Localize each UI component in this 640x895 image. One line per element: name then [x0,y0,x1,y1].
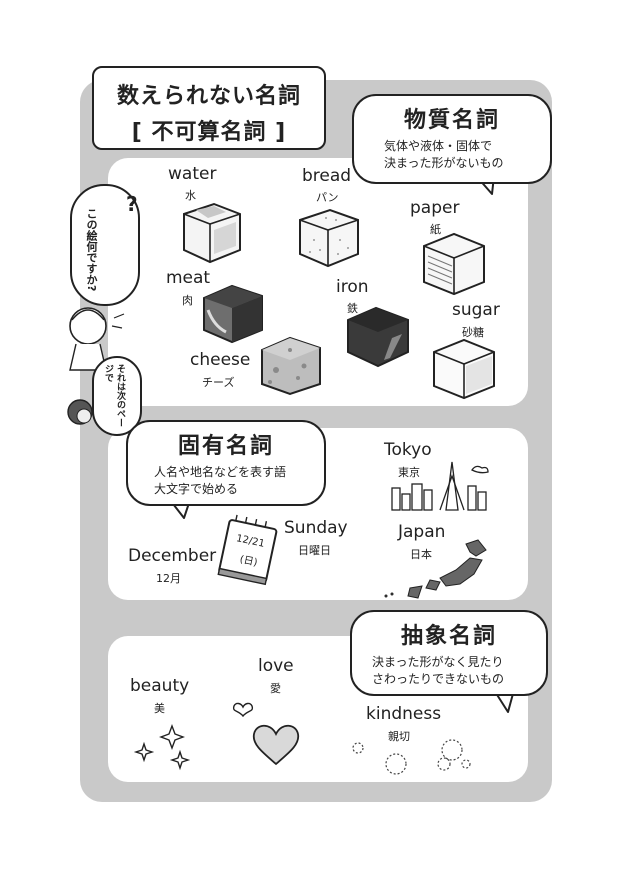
item-meat-jp: 肉 [182,294,193,307]
sugar-cube-icon [433,338,495,400]
iron-cube-icon [347,306,409,368]
proper-bubble: 固有名詞 人名や地名などを表す語 大文字で始める [126,420,326,506]
calendar-icon [217,514,278,586]
proper-heading: 固有名詞 [177,434,274,459]
item-iron-en: iron [336,277,369,297]
item-paper-en: paper [410,198,460,218]
item-iron-jp: 鉄 [347,302,358,315]
item-japan-en: Japan [398,522,446,542]
bread-cube-icon [299,208,359,268]
item-water-en: water [168,164,217,184]
item-water-jp: 水 [185,189,196,202]
small-heart-icon [232,702,254,718]
water-cube-icon [183,202,241,264]
heart-icon [252,724,300,766]
japan-map-icon [384,539,487,599]
proper-desc-2: 大文字で始める [154,482,239,496]
abstract-bubble: 抽象名詞 決まった形がなく見たり さわったりできないもの [350,610,548,696]
item-paper-jp: 紙 [430,223,441,236]
material-desc-1: 気体や液体・固体で [384,139,493,153]
item-kindness-jp: 親切 [388,730,410,743]
item-december-en: December [128,546,217,566]
item-sunday-en: Sunday [284,518,348,538]
answer-text: それは次のページで [103,364,125,427]
item-love-en: love [258,656,294,676]
sparkle-icon [133,724,191,771]
meat-cube-icon [203,284,263,344]
cheese-cube-icon [261,336,321,396]
title-line2: [ 不可算名詞 ] [131,120,287,145]
item-december-jp: 12月 [156,572,181,585]
item-meat-en: meat [166,268,211,288]
item-tokyo-jp: 東京 [398,466,420,479]
item-bread-en: bread [302,166,352,186]
answer-bubble [92,356,142,436]
material-heading: 物質名詞 [403,108,500,133]
question-bubble [70,184,140,306]
item-beauty-jp: 美 [154,702,165,715]
item-tokyo-en: Tokyo [384,440,432,460]
material-bubble: 物質名詞 気体や液体・固体で 決まった形がないもの [352,94,552,184]
item-sugar-jp: 砂糖 [462,326,484,339]
kindness-bubbles-icon [352,739,471,775]
item-japan-jp: 日本 [410,548,432,561]
item-kindness-en: kindness [366,704,442,724]
abstract-heading: 抽象名詞 [400,624,497,649]
proper-desc-1: 人名や地名などを表す語 [154,465,287,479]
page-title: 数えられない名詞 [ 不可算名詞 ] [92,66,326,150]
item-bread-jp: パン [316,191,339,204]
item-sugar-en: sugar [452,300,500,320]
tokyo-skyline-icon [391,461,489,511]
abstract-desc-1: 決まった形がなく見たり [372,655,504,669]
title-line1: 数えられない名詞 [116,84,301,109]
item-beauty-en: beauty [130,676,190,696]
item-cheese-jp: チーズ [202,376,235,389]
item-cheese-en: cheese [190,350,251,370]
item-sunday-jp: 日曜日 [298,544,331,557]
material-desc-2: 決まった形がないもの [384,156,504,170]
question-text: この絵何ですか? [85,208,98,292]
abstract-desc-2: さわったりできないもの [372,672,505,686]
paper-stack-icon [423,232,485,296]
question-mark: ? [126,192,138,216]
item-love-jp: 愛 [270,682,281,695]
